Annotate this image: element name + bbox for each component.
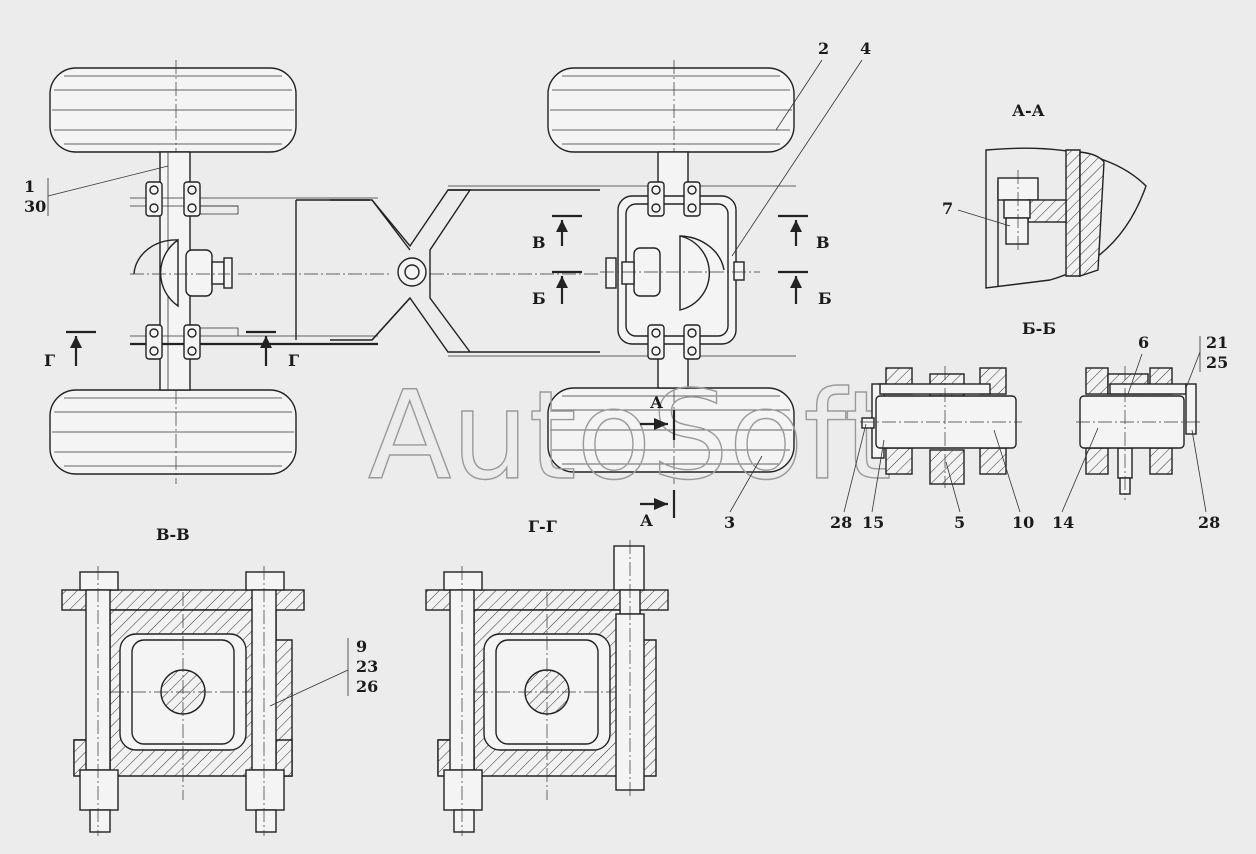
- left-top-wheel: [49, 67, 297, 153]
- section-mark-b-right: Б: [818, 289, 832, 308]
- callout-23: 23: [356, 657, 378, 676]
- callout-25: 25: [1206, 353, 1228, 372]
- left-bottom-wheel: [49, 389, 297, 475]
- right-top-wheel: [547, 67, 795, 153]
- callout-6: 6: [1138, 333, 1149, 352]
- section-mark-a-bottom: А: [640, 511, 653, 530]
- section-mark-g-right: Г: [288, 351, 299, 370]
- center-frame: [238, 185, 796, 357]
- view-title-a-a: А-А: [1012, 101, 1045, 120]
- view-a-a: А-А 7: [942, 101, 1147, 289]
- callout-3: 3: [724, 513, 735, 532]
- section-mark-a-top: А: [650, 393, 663, 412]
- view-title-b-b: Б-Б: [1022, 319, 1056, 338]
- callout-9: 9: [356, 637, 367, 656]
- section-mark-v-left: В: [532, 233, 546, 252]
- view-v-v: В-В 9 23 26: [61, 525, 378, 836]
- callout-15: 15: [862, 513, 884, 532]
- callout-5: 5: [954, 513, 965, 532]
- view-title-g-g: Г-Г: [528, 517, 557, 536]
- section-mark-b-left: Б: [532, 289, 546, 308]
- view-b-b: Б-Б 6 21 25 28 15: [830, 319, 1228, 532]
- callout-30: 30: [24, 197, 46, 216]
- callout-28-left: 28: [830, 513, 852, 532]
- right-axle-view: [547, 60, 795, 484]
- callout-21: 21: [1206, 333, 1228, 352]
- callout-1: 1: [24, 177, 35, 196]
- watermark: AutoSoft: [368, 365, 892, 507]
- section-mark-v-right: В: [816, 233, 830, 252]
- callout-7: 7: [942, 199, 953, 218]
- view-title-v-v: В-В: [156, 525, 190, 544]
- callout-14: 14: [1052, 513, 1074, 532]
- callout-2: 2: [818, 39, 829, 58]
- callout-10: 10: [1012, 513, 1034, 532]
- left-axle-view: [49, 60, 378, 484]
- section-mark-g-left: Г: [44, 351, 55, 370]
- view-g-g: Г-Г: [425, 517, 669, 836]
- callout-26: 26: [356, 677, 378, 696]
- plan-callouts: 1 30 2 4 3: [24, 39, 871, 532]
- callout-4: 4: [860, 39, 871, 58]
- callout-28-right: 28: [1198, 513, 1220, 532]
- section-markers: В Б В Б Г Г А А: [44, 214, 832, 530]
